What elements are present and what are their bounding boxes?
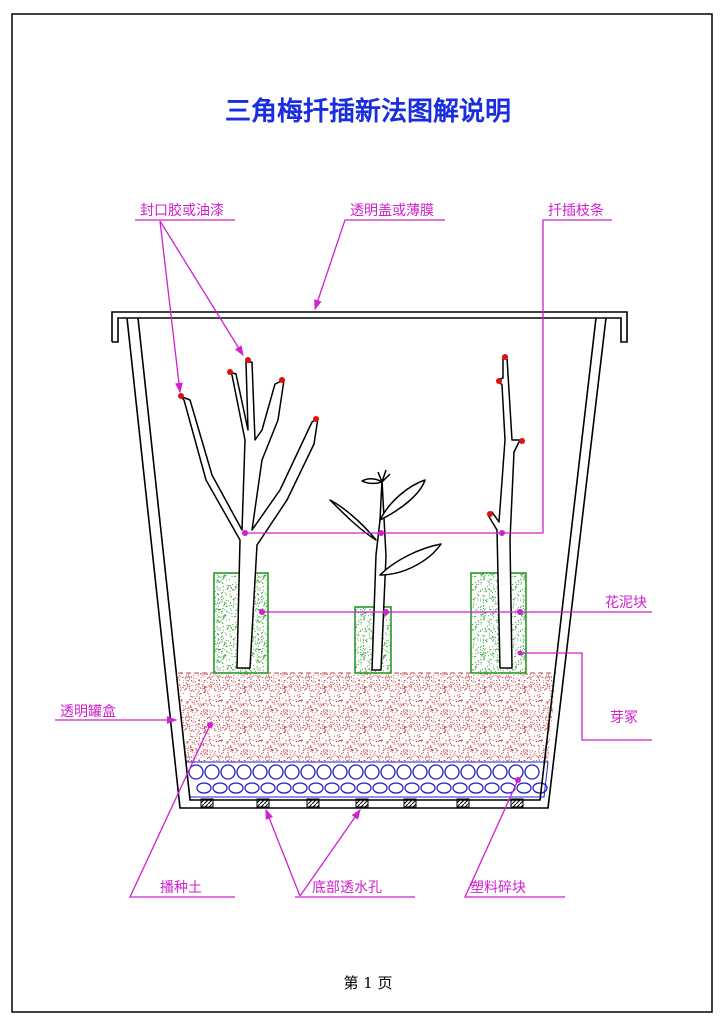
drain-holes [200, 798, 524, 808]
label-foam: 花泥块 [605, 595, 647, 611]
cutting-right [487, 354, 525, 669]
plastic-fragment [284, 764, 300, 780]
plastic-fragment [516, 782, 532, 794]
diagram-title: 三角梅扦插新法图解说明 [225, 96, 511, 127]
label-plastic: 塑料碎块 [470, 880, 526, 896]
plastic-fragment [532, 782, 548, 794]
plastic-fragment [340, 782, 356, 794]
plastic-fragment [476, 764, 492, 780]
page-border [11, 13, 713, 1013]
plastic-fragment [268, 764, 284, 780]
plastic-fragment [396, 764, 412, 780]
plastic-fragment [468, 782, 484, 794]
plastic-fragment [420, 782, 436, 794]
plastic-fragment [332, 764, 348, 780]
plastic-fragment [228, 782, 244, 794]
cutting-left [178, 357, 319, 669]
label-cutting: 扦插枝条 [548, 202, 604, 219]
plastic-fragment [188, 764, 204, 780]
drain-hole [200, 798, 214, 808]
seed-soil-layer [178, 673, 556, 762]
label-lid: 透明盖或薄膜 [350, 203, 434, 219]
label-drain: 底部透水孔 [312, 880, 382, 896]
plastic-fragment [236, 764, 252, 780]
label-soil: 播种土 [160, 880, 202, 896]
plastic-fragment [348, 764, 364, 780]
plastic-fragment [388, 782, 404, 794]
plastic-fragment [404, 782, 420, 794]
plastic-fragment [220, 764, 236, 780]
lid [111, 311, 628, 343]
cutting-middle-seedling [329, 469, 442, 671]
label-bud: 芽冢 [610, 710, 638, 726]
plastic-fragment [492, 764, 508, 780]
plastic-fragment [412, 764, 428, 780]
drain-hole [355, 798, 369, 808]
plastic-fragment [356, 782, 372, 794]
plastic-fragment [428, 764, 444, 780]
label-sealant: 封口胶或油漆 [140, 202, 224, 219]
plastic-fragment [196, 782, 212, 794]
plastic-fragment [292, 782, 308, 794]
plastic-fragment [276, 782, 292, 794]
plastic-fragment [444, 764, 460, 780]
plastic-fragment [324, 782, 340, 794]
plastic-fragment [212, 782, 228, 794]
plastic-fragment [436, 782, 452, 794]
plastic-fragment [372, 782, 388, 794]
plastic-fragment [316, 764, 332, 780]
callout-lines [55, 219, 652, 898]
plastic-fragment [204, 764, 220, 780]
plastic-fragment [484, 782, 500, 794]
plastic-fragment [364, 764, 380, 780]
drain-hole [403, 798, 417, 808]
plastic-fragment [252, 764, 268, 780]
plastic-fragment [300, 764, 316, 780]
drain-hole [510, 798, 524, 808]
plastic-fragments-layer [185, 761, 549, 798]
drain-hole [256, 798, 270, 808]
plastic-fragment [260, 782, 276, 794]
label-container: 透明罐盒 [60, 703, 116, 720]
drain-hole [306, 798, 320, 808]
plastic-fragment [452, 782, 468, 794]
drain-hole [456, 798, 470, 808]
transparent-container [126, 317, 607, 809]
plastic-fragment [308, 782, 324, 794]
page-number: 第 1 页 [343, 974, 392, 992]
plastic-fragment [380, 764, 396, 780]
plastic-fragment [244, 782, 260, 794]
plastic-fragment [460, 764, 476, 780]
plastic-fragment [524, 764, 540, 780]
